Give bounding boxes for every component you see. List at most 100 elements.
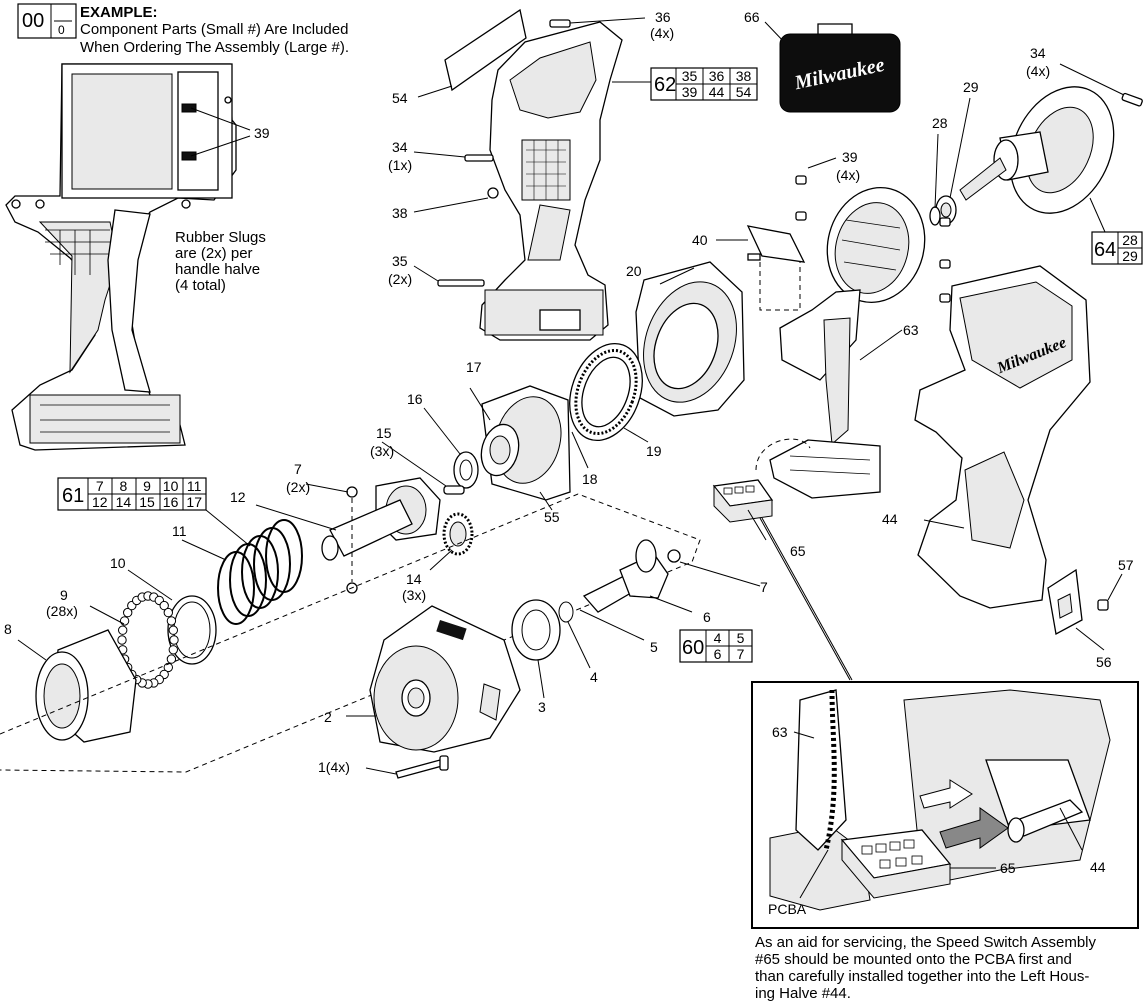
a62-component-39: 39 [682,84,698,100]
callout-57: 57 [1118,557,1134,573]
callout-39-detail: 39 [190,107,270,157]
callout-9-qty: (28x) [46,603,78,619]
callout-14: 14 [406,571,422,587]
a62-component-35: 35 [682,68,698,84]
part-11-spring: 11 [172,519,303,625]
callout-39-label: 39 [254,125,270,141]
steel-ball [163,607,174,618]
assembly-60-number: 60 [682,637,704,659]
part-44-left-housing: Milwaukee 44 [882,265,1091,609]
callout-6: 6 [703,609,711,625]
impact-mechanism-outline [0,493,701,773]
callout-4: 4 [590,669,598,685]
steel-ball [169,635,179,645]
steel-ball [159,600,169,611]
a61-component-12: 12 [92,494,108,510]
part-14-planet-gear: 14 (3x) [402,512,474,603]
stator-and-slugs: 39 (4x) [795,149,951,304]
callout-19: 19 [646,443,662,459]
note-line-1: As an aid for servicing, the Speed Switc… [755,934,1097,951]
callout-29: 29 [963,79,979,95]
a61-component-8: 8 [120,478,128,494]
assembly-64-number: 64 [1094,239,1116,261]
callout-38: 38 [392,205,408,221]
rubber-slug-group [795,175,951,303]
rubber-slugs-line-2: are (2x) per [175,245,253,262]
callout-28: 28 [932,115,948,131]
callout-2: 2 [324,709,332,725]
callout-14-qty: (3x) [402,587,426,603]
part-36-screw: 36 (4x) [549,9,674,41]
callout-1: 1(4x) [318,759,350,775]
rubber-slugs-note: Rubber Slugs are (2x) per handle halve (… [175,229,266,294]
callout-5: 5 [650,639,658,655]
callout-9: 9 [60,587,68,603]
example-title: EXAMPLE: [80,4,158,21]
callout-34-b-qty: (4x) [1026,63,1050,79]
example-big-number: 00 [22,10,44,32]
callout-8: 8 [4,621,12,637]
callout-34-a: 34 [392,139,408,155]
callout-18: 18 [582,471,598,487]
a62-component-36: 36 [709,68,725,84]
callout-39-b: 39 [842,149,858,165]
part-18-55-gearplate: 18 55 17 [466,359,598,525]
part-19-ring-gear: 19 [569,342,662,459]
callouts-left-housing-screws: 34 (1x) 38 35 (2x) [388,139,494,287]
callout-10: 10 [110,555,126,571]
pcba-label: PCBA [768,901,807,917]
a60-component-7: 7 [737,646,745,662]
left-housing-detail [5,63,237,451]
example-small-number: 0 [58,23,65,37]
part-65-speed-switch: 65 [712,438,853,681]
callout-39-b-qty: (4x) [836,167,860,183]
part-40: 40 [692,225,806,311]
callout-20: 20 [626,263,642,279]
steel-ball [163,662,174,673]
rubber-slugs-line-1: Rubber Slugs [175,229,266,246]
steel-ball [123,607,133,618]
part-3-seal: 3 [511,599,561,715]
a64-component-28: 28 [1122,232,1138,248]
callout-3: 3 [538,699,546,715]
note-line-3: than carefully installed together into t… [755,968,1089,985]
callout-63-b: 63 [772,724,788,740]
a61-component-11: 11 [187,478,202,494]
steel-ball [117,635,127,645]
a61-component-15: 15 [139,494,155,510]
detail-inset: 63 65 44 PCBA [751,681,1139,929]
callout-56: 56 [1096,654,1112,670]
callout-66: 66 [744,9,760,25]
callout-65-a: 65 [790,543,806,559]
callout-35-qty: (2x) [388,271,412,287]
example-legend: 00 0 EXAMPLE: Component Parts (Small #) … [17,3,349,56]
part-54-sheet: 54 [392,8,527,106]
callout-65-b: 65 [1000,860,1016,876]
part-66-carrying-case: 66 Milwaukee [744,9,901,113]
a61-component-10: 10 [163,478,179,494]
part-63-switch-pcba: 63 [769,289,919,499]
steel-ball [168,645,179,655]
callout-44-b: 44 [1090,859,1106,875]
part-61-hammer-assembly: 12 7 (2x) [230,461,441,594]
callout-63-a: 63 [903,322,919,338]
steel-ball [166,616,177,626]
a60-component-5: 5 [737,630,745,646]
example-line-2: When Ordering The Assembly (Large #). [80,39,349,56]
a60-component-4: 4 [714,630,722,646]
a61-component-16: 16 [163,494,179,510]
callout-15-qty: (3x) [370,443,394,459]
part-10-washer: 10 [110,555,217,665]
part-20-motor-housing: 20 [626,261,745,417]
example-line-1: Component Parts (Small #) Are Included [80,21,348,38]
assembly-62-number: 62 [654,74,676,96]
callout-7-a-qty: (2x) [286,479,310,495]
